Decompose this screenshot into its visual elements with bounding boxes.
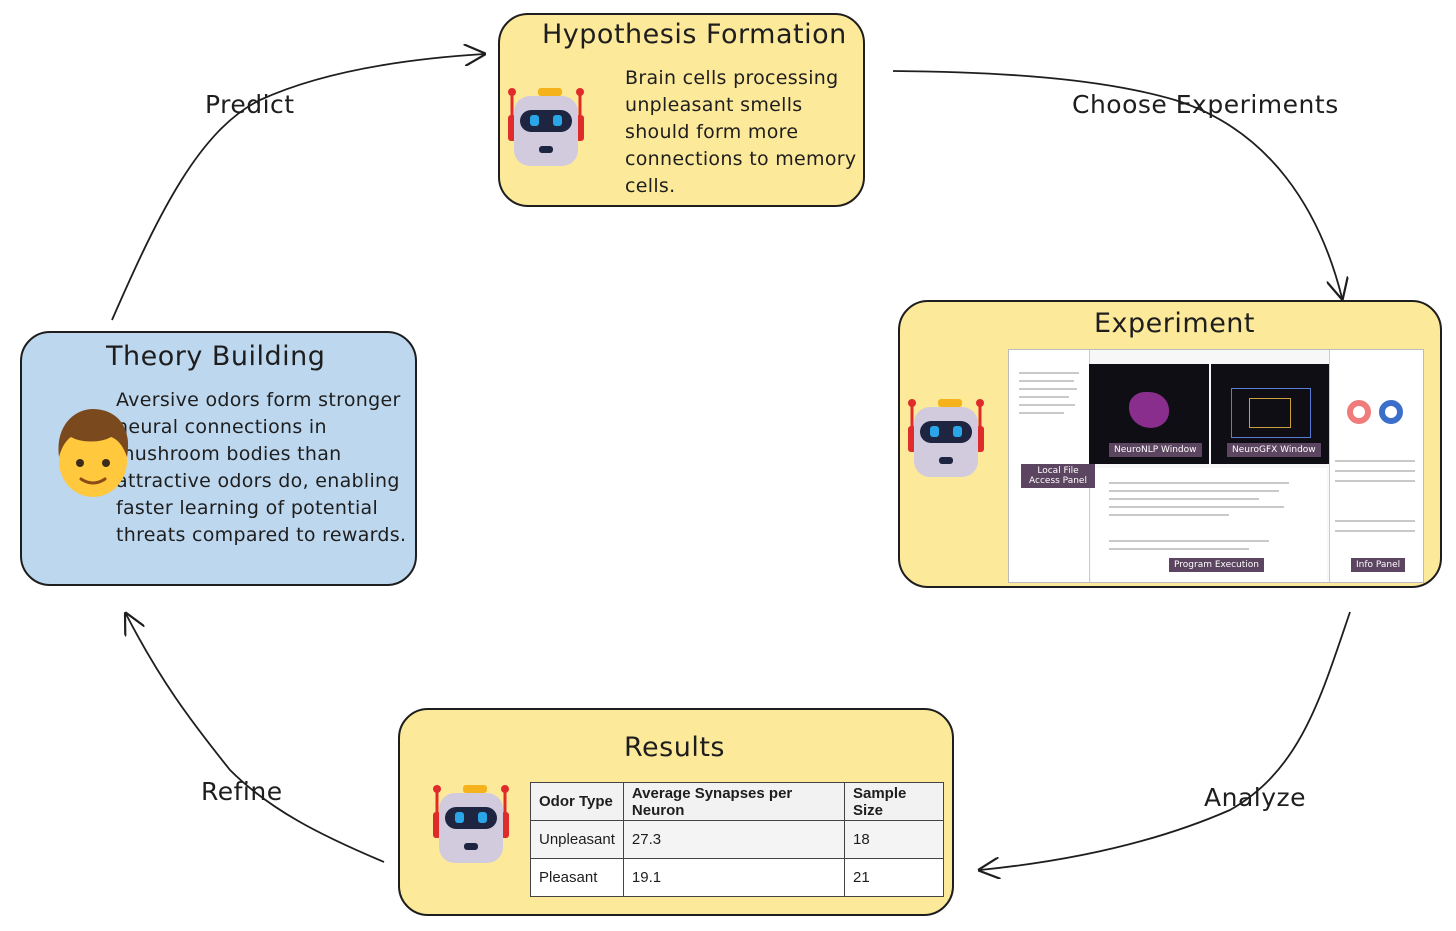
results-table: Odor Type Average Synapses per Neuron Sa…	[530, 782, 944, 897]
table-cell: 19.1	[622, 858, 846, 897]
node-title: Theory Building	[106, 341, 326, 372]
edge-label-analyze: Analyze	[1204, 783, 1307, 812]
node-text: Brain cells processing unpleasant smells…	[625, 67, 857, 197]
man-emoji-icon	[58, 409, 129, 497]
robot-icon	[908, 399, 984, 477]
table-cell: 21	[844, 858, 944, 897]
panel-label-info: Info Panel	[1351, 558, 1406, 572]
edge-label-choose-experiments: Choose Experiments	[1072, 90, 1339, 119]
node-hypothesis-formation: Hypothesis Formation Brain cells process…	[498, 13, 865, 207]
table-cell: Pleasant	[530, 858, 624, 897]
edge-label-predict: Predict	[205, 90, 295, 119]
node-title: Experiment	[1094, 308, 1256, 339]
table-cell: Unpleasant	[530, 820, 624, 859]
column-header: Odor Type	[530, 782, 624, 821]
column-header: Average Synapses per Neuron	[622, 782, 846, 821]
node-title: Results	[624, 732, 725, 763]
node-title: Hypothesis Formation	[542, 19, 847, 50]
panel-label-neurogfx: NeuroGFX Window	[1227, 443, 1321, 457]
edge-choose-experiments	[892, 70, 1342, 298]
column-header: Sample Size	[844, 782, 944, 821]
table-row: Unpleasant 27.3 18	[530, 820, 944, 859]
experiment-screenshot: Local File Access Panel NeuroNLP Window …	[1008, 349, 1424, 583]
panel-label-local-file: Local File Access Panel	[1021, 464, 1095, 488]
node-theory-building: Theory Building Aversive odors form stro…	[20, 331, 417, 586]
table-cell: 18	[844, 820, 944, 859]
info-panel-area	[1329, 350, 1423, 582]
robot-icon	[433, 785, 509, 863]
edge-analyze	[980, 611, 1351, 870]
table-cell: 27.3	[622, 820, 846, 859]
panel-label-program-execution: Program Execution	[1169, 558, 1264, 572]
edge-predict	[111, 54, 484, 321]
panel-label-neuronlp: NeuroNLP Window	[1109, 443, 1202, 457]
edge-refine	[126, 614, 385, 863]
node-text: Aversive odors form stronger neural conn…	[116, 389, 407, 546]
robot-icon	[508, 88, 584, 166]
table-header-row: Odor Type Average Synapses per Neuron Sa…	[530, 782, 944, 821]
edge-label-refine: Refine	[201, 777, 283, 806]
table-row: Pleasant 19.1 21	[530, 858, 944, 897]
